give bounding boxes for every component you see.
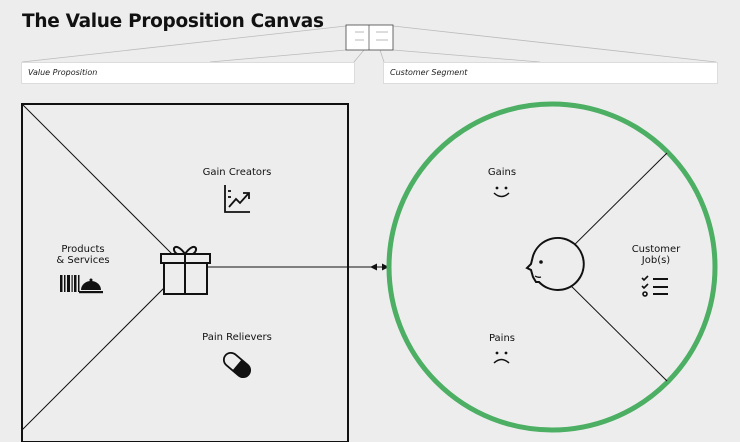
products-services-line2: & Services — [56, 255, 110, 266]
arrow-right-icon — [382, 263, 389, 271]
products-services-line1: Products — [61, 244, 105, 255]
gains-label: Gains — [487, 167, 517, 178]
barcode-icon — [60, 275, 80, 292]
gift-icon — [160, 245, 211, 295]
chart-icon — [224, 185, 250, 213]
customer-jobs-label: Customer Job(s) — [620, 244, 692, 266]
value-proposition-field[interactable]: Value Proposition — [21, 62, 355, 84]
pain-relievers-label: Pain Relievers — [202, 332, 272, 343]
customer-jobs-line1: Customer — [631, 244, 681, 255]
checklist-icon — [641, 275, 668, 297]
pains-label: Pains — [488, 333, 516, 344]
page-title: The Value Proposition Canvas — [22, 11, 324, 32]
frown-icon — [493, 351, 510, 364]
customer-segment-field[interactable]: Customer Segment — [383, 62, 718, 84]
canvas-thumbnail[interactable] — [21, 24, 717, 63]
gain-creators-label: Gain Creators — [202, 167, 272, 178]
pill-icon — [222, 351, 252, 379]
face-icon — [525, 237, 585, 291]
arrow-left-icon — [370, 263, 377, 271]
service-bell-icon — [79, 278, 103, 294]
customer-jobs-line2: Job(s) — [641, 255, 671, 266]
smile-icon — [493, 186, 510, 198]
products-services-label: Products & Services — [45, 244, 121, 266]
